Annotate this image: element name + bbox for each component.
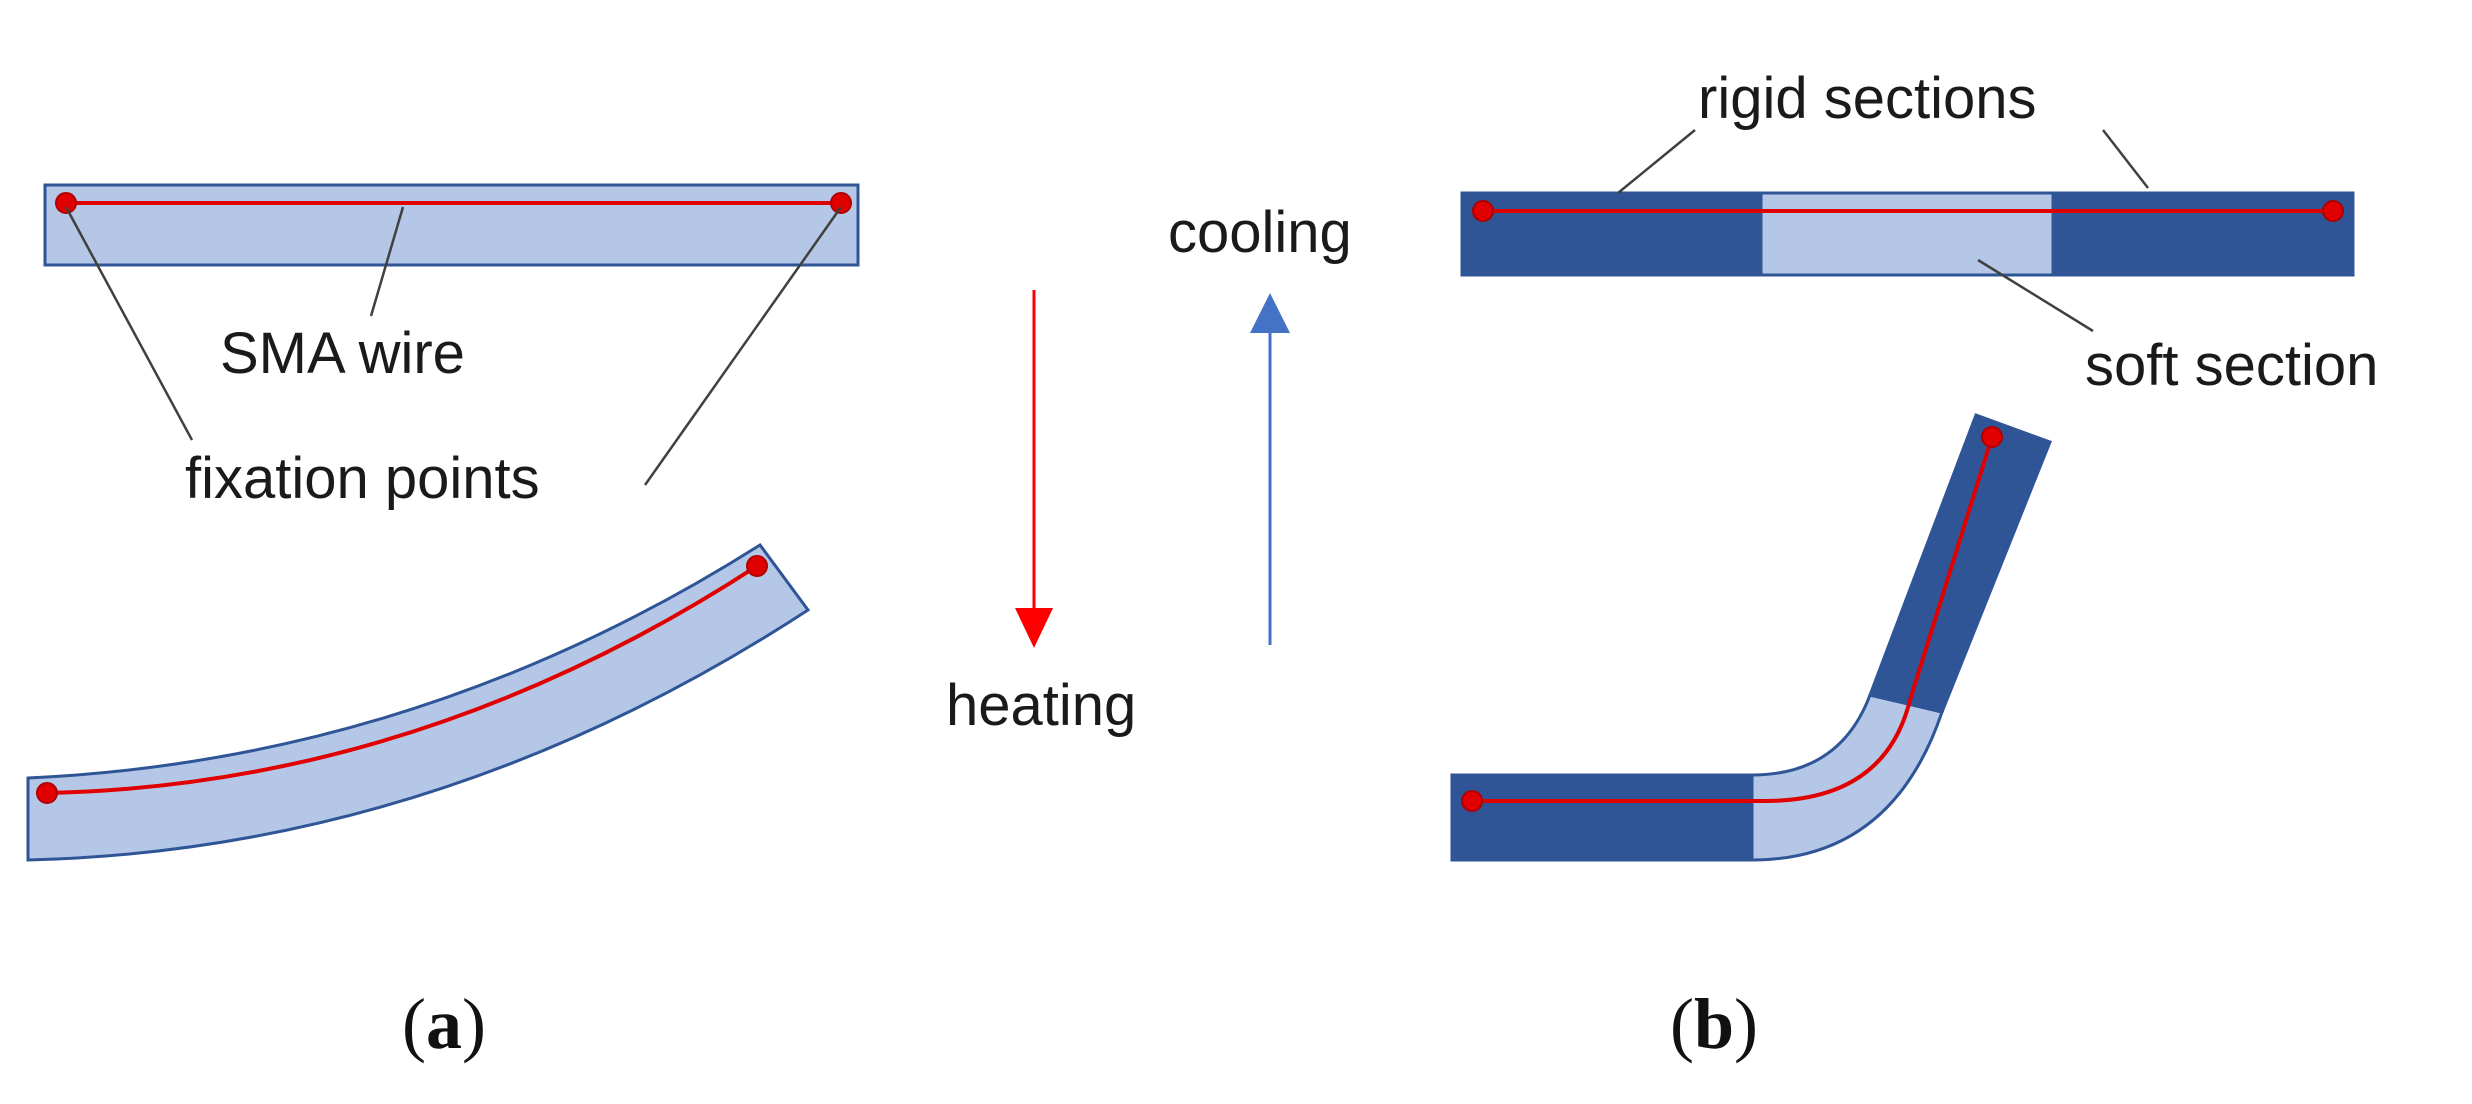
soft-section-bent	[1750, 693, 1944, 862]
sma-wire-bent	[46, 564, 759, 795]
caption-a: (a)	[402, 984, 486, 1064]
arrow-down-icon	[1015, 608, 1053, 648]
fixation-point-left	[55, 192, 77, 214]
leader-line-rigid-right	[2102, 129, 2149, 189]
leader-line-fixation-right	[643, 206, 843, 486]
arrow-up-icon	[1250, 293, 1290, 333]
label-cooling: cooling	[1168, 200, 1352, 265]
caption-b: (b)	[1670, 984, 1758, 1064]
rigid-section-bent-vertical	[1867, 413, 2052, 714]
rigid-section-right	[2051, 191, 2355, 277]
fixation-point-right	[830, 192, 852, 214]
panel-b: rigid sections soft section (b)	[1450, 66, 2378, 1064]
label-rigid-sections: rigid sections	[1698, 66, 2036, 131]
soft-section-straight	[1759, 191, 2055, 277]
fixation-point-bent-right	[746, 555, 768, 577]
label-fixation-points: fixation points	[185, 446, 540, 511]
rigid-section-bent-horizontal	[1450, 773, 1754, 862]
label-sma-wire: SMA wire	[220, 321, 465, 386]
leader-line-soft	[1977, 258, 2094, 333]
leader-line-rigid-left	[1617, 129, 1696, 194]
leader-line-sma-wire	[369, 206, 405, 317]
transition-arrows: heating cooling	[946, 200, 1352, 738]
straight-beam	[43, 183, 860, 267]
fixation-point-seg-right	[2322, 200, 2344, 222]
fixation-point-seg-bent-right	[1981, 426, 2003, 448]
leader-line-fixation-left	[64, 206, 194, 441]
label-soft-section: soft section	[2085, 333, 2378, 398]
fixation-point-seg-left	[1472, 200, 1494, 222]
fixation-point-seg-bent-left	[1461, 790, 1483, 812]
label-heating: heating	[946, 673, 1136, 738]
panel-a: SMA wire fixation points (a)	[26, 183, 860, 1064]
sma-wire-segmented-bent	[1472, 436, 1994, 803]
rigid-section-left	[1460, 191, 1763, 277]
fixation-point-bent-left	[36, 782, 58, 804]
bent-beam	[26, 542, 811, 862]
